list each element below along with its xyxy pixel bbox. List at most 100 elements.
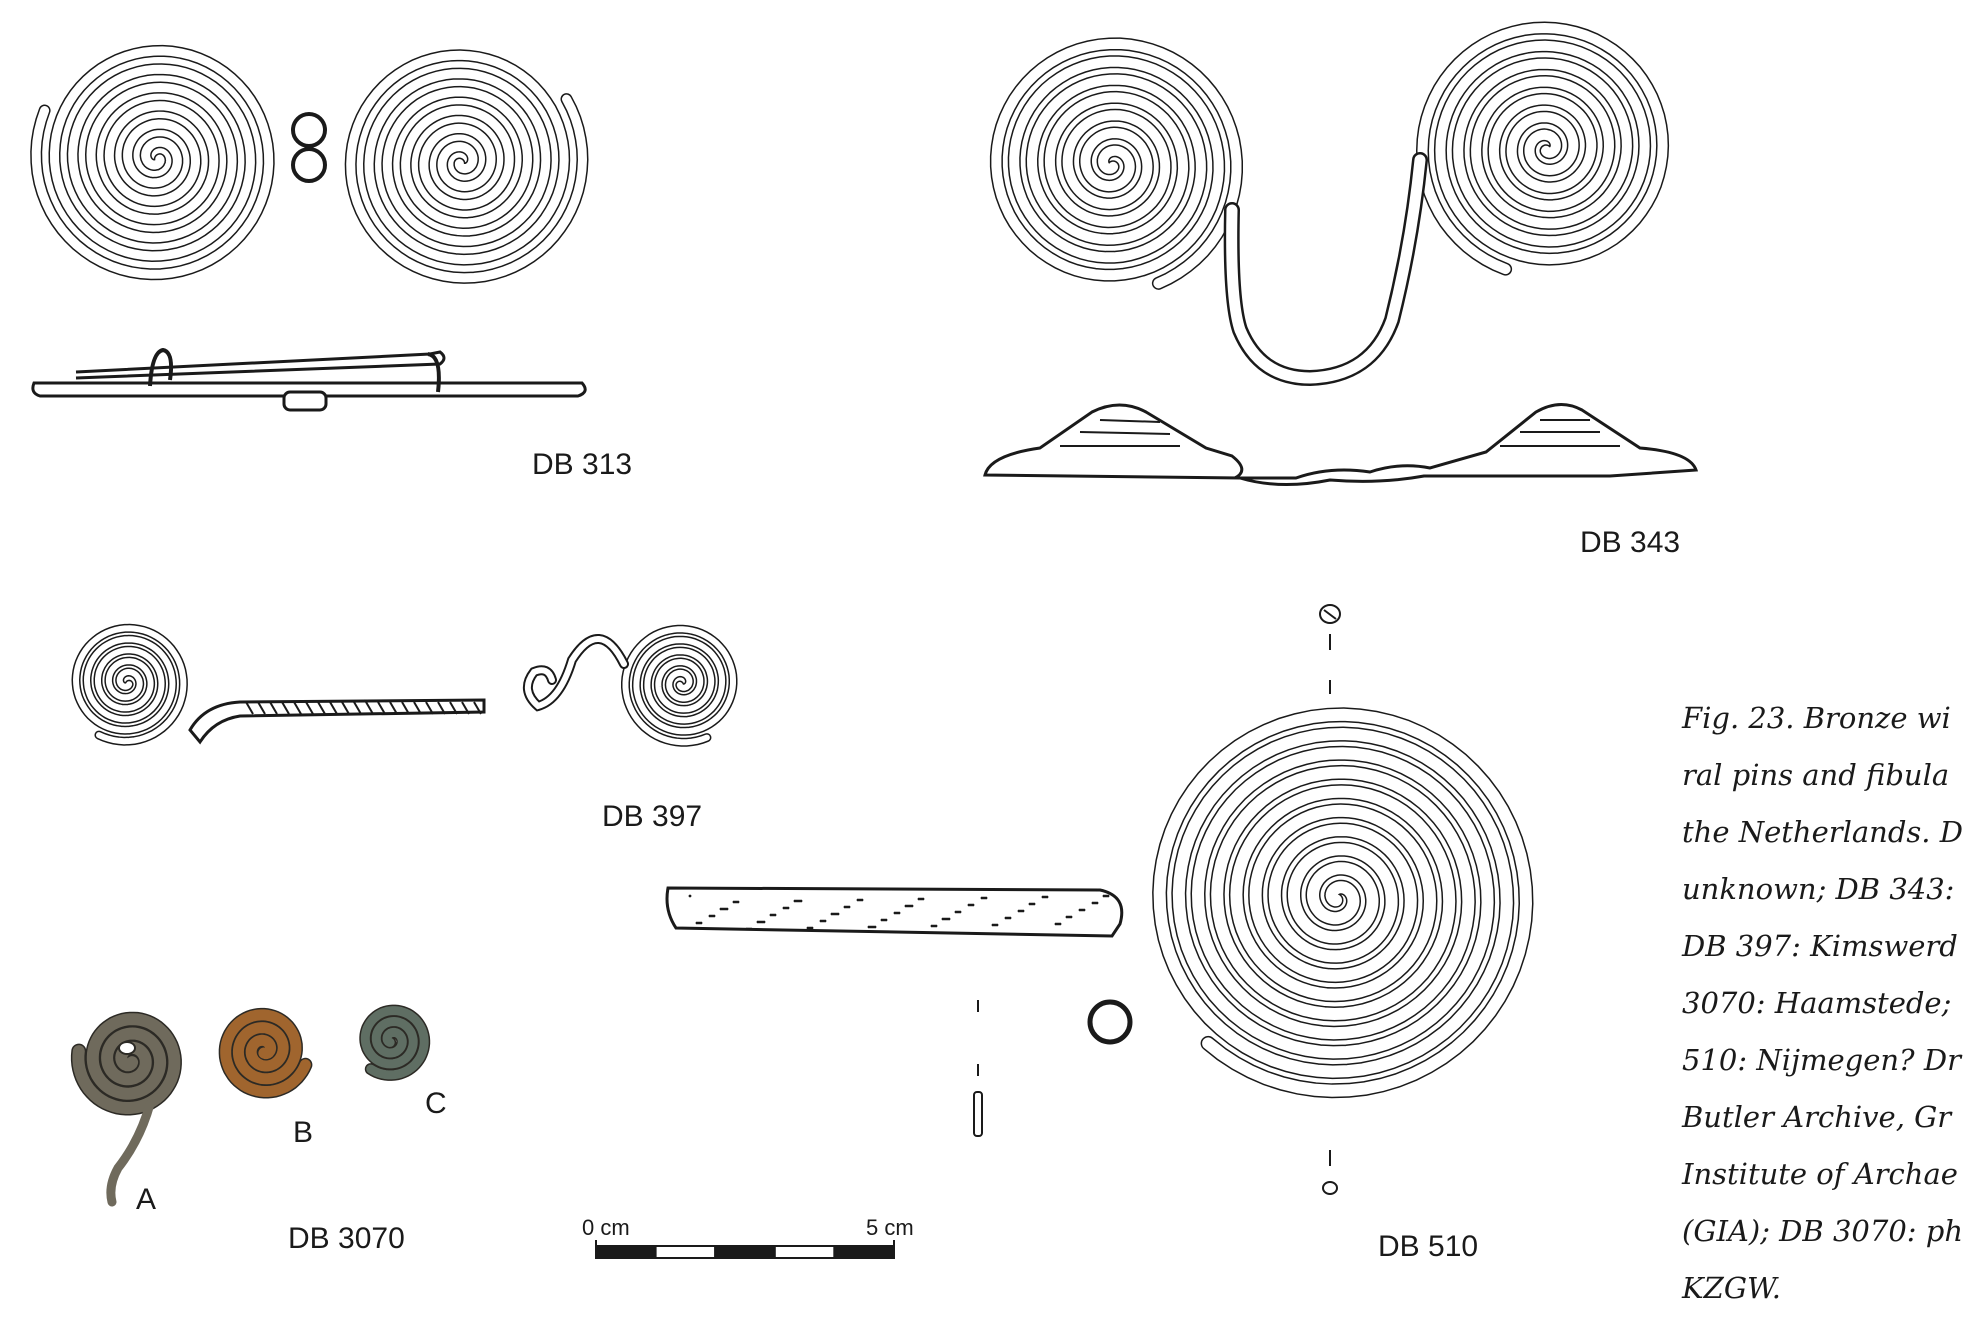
- db510-strap-stipple: [847, 905, 851, 909]
- db397-shaft-twist: [341, 701, 350, 715]
- db510-strap-stipple: [1078, 908, 1082, 912]
- scale-bar-segment: [714, 1245, 776, 1259]
- db510-strap-stipple: [1065, 915, 1069, 919]
- label-db397: DB 397: [602, 800, 703, 833]
- db3070-spiral-a-hole: [118, 1041, 136, 1055]
- db510-strap-stipple: [821, 919, 825, 923]
- db510-strap-stipple: [893, 911, 897, 915]
- db510-strap-stipple: [908, 904, 912, 908]
- db510-strap-stipple: [1043, 895, 1047, 899]
- db397-shaft-twist: [449, 701, 458, 715]
- db313-spectacle-fibula-drawing: [30, 44, 589, 412]
- db510-strap-stipple: [956, 910, 960, 914]
- db510-strap-stipple: [910, 904, 914, 908]
- db510-strap-stipple: [945, 917, 949, 921]
- db510-strap-stipple: [799, 899, 803, 903]
- db313-side-loop: [148, 347, 174, 387]
- label-db343: DB 343: [1580, 526, 1681, 559]
- db510-strap-stipple: [845, 905, 849, 909]
- db510-strap-stipple: [858, 898, 862, 902]
- db510-strap-stipple: [832, 912, 836, 916]
- db510-strap-stipple: [758, 920, 762, 924]
- caption-line: KZGW.: [1682, 1271, 1781, 1305]
- db510-strap-stipple: [719, 907, 723, 911]
- db510-strap-stipple: [932, 924, 936, 928]
- db3070-spiral-c-wire: [360, 1006, 429, 1080]
- db397-shaft-twist: [305, 701, 314, 715]
- db510-strap-stipple: [921, 897, 925, 901]
- db510-strap-stipple: [793, 899, 797, 903]
- db510-spiral-fibula-drawing: [665, 604, 1534, 1195]
- db510-strap-stipple: [919, 897, 923, 901]
- db397-shaft-twist: [461, 701, 470, 715]
- db510-coil: [1087, 999, 1133, 1045]
- db510-section-hatch: [1323, 609, 1337, 620]
- db510-strap-stipple: [906, 904, 910, 908]
- db397-pin-spiral-wire: [72, 625, 187, 745]
- db397-shaft-twist: [377, 701, 386, 715]
- db3070-spiral-b-wire: [220, 1009, 311, 1097]
- label-sub-b: B: [293, 1116, 314, 1149]
- db510-strap-stipple: [725, 907, 729, 911]
- db510-strap-stipple: [1067, 915, 1071, 919]
- db3070-bronze-spirals-photo: [70, 1004, 431, 1207]
- db510-strap-stipple: [947, 917, 951, 921]
- label-db313: DB 313: [532, 448, 633, 481]
- db510-strap-stipple: [756, 920, 760, 924]
- db510-strap-stipple: [884, 918, 888, 922]
- db397-shaft-twist: [317, 701, 326, 715]
- db510-strap-stipple: [867, 925, 871, 929]
- db510-strap-stipple: [1032, 902, 1036, 906]
- db397-shaft-twist: [425, 701, 434, 715]
- db510-strap-stipple: [823, 919, 827, 923]
- db510-strap-stipple: [897, 911, 901, 915]
- db313-loop-lower: [291, 147, 327, 183]
- caption-line: DB 397: Kimswerd: [1682, 929, 1958, 963]
- db510-strap-stipple: [723, 907, 727, 911]
- db510-strap-stipple: [1058, 922, 1062, 926]
- db397-shaft-twist: [293, 701, 302, 715]
- db343-left-spiral-wire: [991, 38, 1242, 289]
- db343-side-ridge: [1099, 419, 1161, 423]
- caption-line: Institute of Archae: [1682, 1157, 1958, 1191]
- label-db3070: DB 3070: [288, 1222, 405, 1255]
- figure-caption: Fig. 23. Bronze wi ral pins and fibula t…: [1682, 690, 1963, 1317]
- db510-strap-section: [973, 1091, 983, 1137]
- db510-strap-stipple: [1091, 901, 1095, 905]
- db510-strap-stipple: [860, 898, 864, 902]
- db510-strap-stipple: [1004, 916, 1008, 920]
- db510-strap-stipple: [762, 920, 766, 924]
- db510-strap-stipple: [1093, 901, 1097, 905]
- db510-strap-stipple: [982, 896, 986, 900]
- db397-shaft-twist: [401, 701, 410, 715]
- db510-strap-stipple: [1106, 894, 1110, 898]
- db510-strap-stipple: [995, 923, 999, 927]
- db510-strap-stipple: [836, 912, 840, 916]
- db510-strap-stipple: [708, 914, 712, 918]
- caption-line: 510: Nijmegen? Dr: [1682, 1043, 1961, 1077]
- db510-strap-stipple: [1054, 922, 1058, 926]
- db510-strap-stipple: [732, 900, 736, 904]
- db397-shaft-twist: [365, 701, 374, 715]
- db510-strap-stipple: [1019, 909, 1023, 913]
- db510-strap-stipple: [880, 918, 884, 922]
- db510-strap-stipple: [895, 911, 899, 915]
- db510-strap-stipple: [954, 910, 958, 914]
- db510-strap-stipple: [830, 912, 834, 916]
- caption-line: Fig. 23. Bronze wi: [1682, 701, 1951, 735]
- caption-line: unknown; DB 343:: [1682, 872, 1955, 906]
- db510-strap-stipple: [1102, 894, 1106, 898]
- db510-strap-stipple: [786, 906, 790, 910]
- db510-strap-stipple: [806, 926, 810, 930]
- label-db510: DB 510: [1378, 1230, 1479, 1263]
- db510-strap-stipple: [1041, 895, 1045, 899]
- db510-strap-stipple: [843, 905, 847, 909]
- db510-strap-stipple: [695, 921, 699, 925]
- db510-strap-stipple: [941, 917, 945, 921]
- db343-double-spiral-brooch-drawing: [983, 21, 1699, 486]
- scale-label-0cm: 0 cm: [582, 1215, 630, 1240]
- scale-bar-segment: [654, 1245, 717, 1259]
- db510-strap-stipple: [745, 927, 749, 931]
- db510-strap-stipple: [697, 921, 701, 925]
- scale-bar: [595, 1240, 896, 1259]
